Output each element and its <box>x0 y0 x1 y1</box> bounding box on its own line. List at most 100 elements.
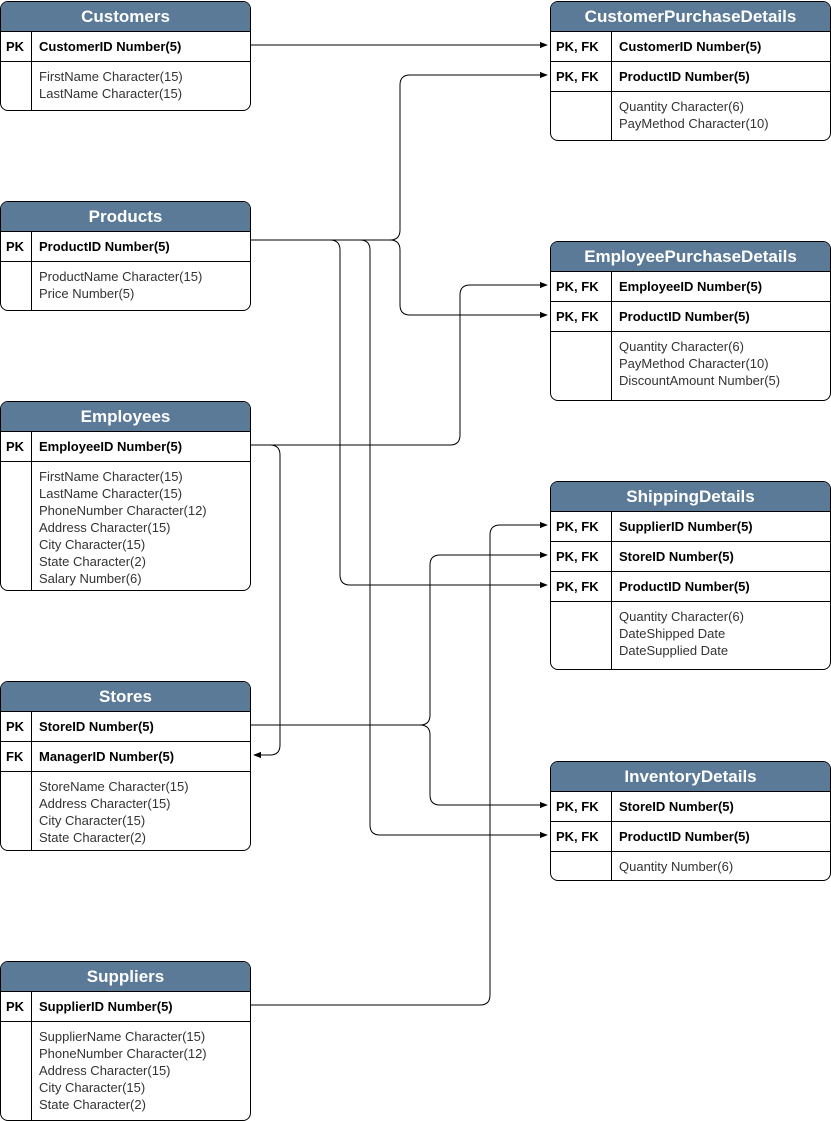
attribute-list: Quantity Number(6) <box>612 852 733 880</box>
attribute-item: FirstName Character(15) <box>39 69 183 84</box>
attribute-item: Price Number(5) <box>39 286 135 301</box>
entity-body: PK StoreID Number(5) FK ManagerID Number(5)… <box>1 712 250 850</box>
attribute-gutter <box>1 462 32 590</box>
attribute-item: PayMethod Character(10) <box>619 116 769 131</box>
attribute-item: City Character(15) <box>39 1080 146 1095</box>
key-field-name: ProductID Number(5) <box>619 69 750 84</box>
attribute-item: Quantity Character(6) <box>619 609 744 624</box>
entity-title: ShippingDetails <box>551 482 830 512</box>
entity-body: PK SupplierID Number(5) SupplierName Chara… <box>1 992 250 1120</box>
attribute-item: FirstName Character(15) <box>39 469 183 484</box>
attribute-item: State Character(2) <box>39 554 146 569</box>
attribute-gutter <box>551 332 612 400</box>
relationship-connector <box>251 71 548 241</box>
attribute-item: Quantity Number(6) <box>619 859 734 874</box>
key-type-label: PK, FK <box>551 822 612 851</box>
attribute-list: SupplierName Character(15)PhoneNumber Ch… <box>32 1022 207 1120</box>
attribute-item: State Character(2) <box>39 830 146 845</box>
attribute-item: DiscountAmount Number(5) <box>619 373 781 388</box>
relationship-connector <box>251 239 548 589</box>
key-field-name: SupplierID Number(5) <box>39 999 173 1014</box>
attribute-item: Address Character(15) <box>39 1063 171 1078</box>
key-row: PK, FK ProductID Number(5) <box>551 62 830 92</box>
attribute-item: Quantity Character(6) <box>619 99 744 114</box>
key-field-name: EmployeeID Number(5) <box>39 439 183 454</box>
key-type-label: PK, FK <box>551 272 612 301</box>
entity-title: Customers <box>1 2 250 32</box>
attribute-gutter <box>1 772 32 850</box>
attribute-item: City Character(15) <box>39 813 146 828</box>
attribute-item: City Character(15) <box>39 537 146 552</box>
attribute-list: Quantity Character(6) PayMethod Character… <box>612 92 769 140</box>
key-type-label: PK, FK <box>551 62 612 91</box>
attribute-block: Quantity Character(6)PayMethod Character… <box>551 332 830 400</box>
entity-title: Employees <box>1 402 250 432</box>
attribute-gutter <box>1 262 32 310</box>
relationship-connector <box>251 281 548 446</box>
entity-title: CustomerPurchaseDetails <box>551 2 830 32</box>
attribute-gutter <box>1 62 32 110</box>
key-row: FK ManagerID Number(5) <box>1 742 250 772</box>
key-field-name: CustomerID Number(5) <box>39 39 182 54</box>
attribute-item: Address Character(15) <box>39 796 171 811</box>
attribute-block: Quantity Character(6) PayMethod Character… <box>551 92 830 140</box>
attribute-list: FirstName Character(15)LastName Characte… <box>32 462 207 590</box>
attribute-gutter <box>551 602 612 669</box>
key-row: PK, FK EmployeeID Number(5) <box>551 272 830 302</box>
key-field-name: StoreID Number(5) <box>39 719 154 734</box>
attribute-gutter <box>1 1022 32 1120</box>
attribute-block: ProductName Character(15)Price Number(5) <box>1 262 250 310</box>
attribute-gutter <box>551 92 612 140</box>
key-type-label: PK <box>1 992 32 1021</box>
attribute-item: PhoneNumber Character(12) <box>39 503 207 518</box>
relationship-connector <box>251 239 548 319</box>
attribute-block: FirstName Character(15)LastName Characte… <box>1 462 250 590</box>
key-field-name: ManagerID Number(5) <box>39 749 175 764</box>
key-type-label: PK, FK <box>551 542 612 571</box>
entity-title: InventoryDetails <box>551 762 830 792</box>
entity-title: Stores <box>1 682 250 712</box>
key-field-name: StoreID Number(5) <box>619 549 734 564</box>
key-type-label: PK, FK <box>551 512 612 541</box>
relationship-connector <box>251 551 548 726</box>
relationship-connector <box>251 444 281 759</box>
attribute-block: SupplierName Character(15)PhoneNumber Ch… <box>1 1022 250 1120</box>
entity-title: EmployeePurchaseDetails <box>551 242 830 272</box>
attribute-item: Address Character(15) <box>39 520 171 535</box>
key-type-label: PK <box>1 712 32 741</box>
key-type-label: FK <box>1 742 32 771</box>
attribute-item: State Character(2) <box>39 1097 146 1112</box>
key-field-name: EmployeeID Number(5) <box>619 279 763 294</box>
key-type-label: PK, FK <box>551 32 612 61</box>
key-row: PK, FK StoreID Number(5) <box>551 542 830 572</box>
attribute-block: FirstName Character(15)LastName Characte… <box>1 62 250 110</box>
key-type-label: PK, FK <box>551 792 612 821</box>
key-type-label: PK <box>1 432 32 461</box>
key-row: PK EmployeeID Number(5) <box>1 432 250 462</box>
entity-body: PK EmployeeID Number(5) FirstName Characte… <box>1 432 250 590</box>
key-field-name: ProductID Number(5) <box>619 309 750 324</box>
attribute-item: DateSupplied Date <box>619 643 729 658</box>
